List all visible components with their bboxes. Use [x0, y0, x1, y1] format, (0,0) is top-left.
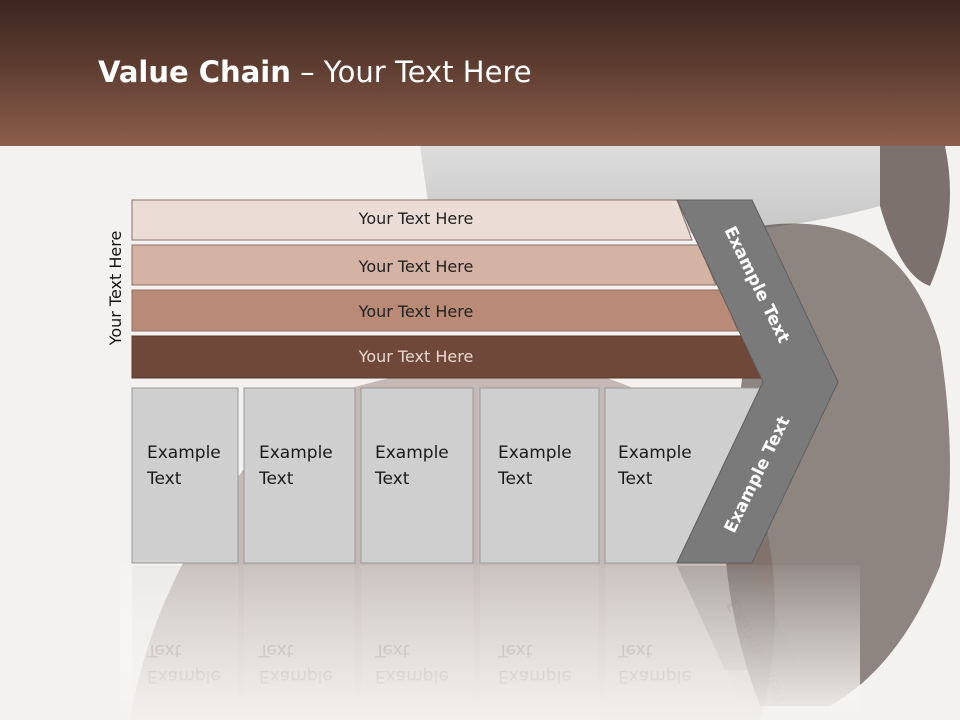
header-banner [0, 0, 960, 146]
box-4-line2: Text [497, 469, 533, 489]
title-bold: Value Chain [98, 55, 291, 89]
box-1-line1: Example [147, 443, 221, 463]
chevron-arrow [676, 199, 839, 564]
box-1-line2: Text [146, 469, 182, 489]
title-rest: – Your Text Here [290, 55, 532, 89]
box-5-line1: Example [618, 443, 692, 463]
bar-4-label: Your Text Here [358, 347, 474, 366]
bar-3-label: Your Text Here [358, 302, 474, 321]
box-3-line2: Text [374, 469, 410, 489]
box-3 [360, 387, 474, 564]
bar-2 [131, 244, 717, 286]
box-1 [131, 387, 239, 564]
box-2-line1: Example [259, 443, 333, 463]
box-4 [479, 387, 600, 564]
box-4-line1: Example [498, 443, 572, 463]
slide-title: Value Chain – Your Text Here [98, 55, 532, 89]
box-5-line2: Text [617, 469, 653, 489]
bar-1 [131, 199, 693, 241]
side-label: Your Text Here [106, 231, 125, 347]
reflection-fade [120, 565, 860, 720]
box-2-line2: Text [258, 469, 294, 489]
bar-1-label: Your Text Here [358, 209, 474, 228]
box-2 [243, 387, 356, 564]
bar-2-label: Your Text Here [358, 257, 474, 276]
box-3-line1: Example [375, 443, 449, 463]
bar-3 [131, 289, 739, 332]
